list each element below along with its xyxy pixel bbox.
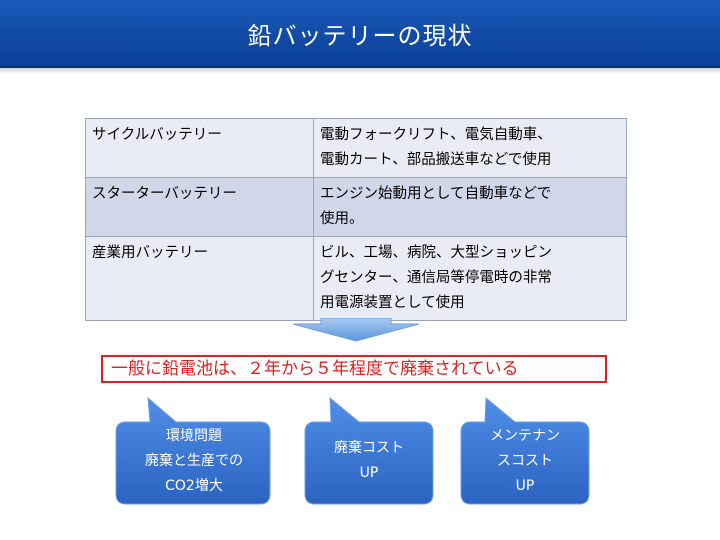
speech-bubble-shape	[115, 396, 271, 505]
table-row-industrial: 産業用バッテリー ビル、工場、病院、大型ショッピン グセンター、通信局等停電時の…	[85, 236, 627, 321]
bubble-disposal-cost: 廃棄コスト UP	[305, 436, 433, 486]
battery-table: サイクルバッテリー 電動フォークリフト、電気自動車、 電動カート、部品搬送車など…	[85, 118, 627, 321]
bubble-line: UP	[515, 478, 535, 494]
bubble-maintenance-cost: メンテナン スコスト UP	[461, 424, 589, 499]
battery-name-starter: スターターバッテリー	[85, 177, 314, 237]
title-bar: 鉛バッテリーの現状	[0, 0, 720, 68]
battery-use-line: 電動カート、部品搬送車などで使用	[320, 152, 552, 168]
bubble-line: 環境問題	[166, 428, 222, 444]
battery-use-line: 電動フォークリフト、電気自動車、	[320, 127, 552, 143]
battery-use-line: グセンター、通信局等停電時の非常	[320, 270, 552, 286]
bubble-line: UP	[359, 465, 379, 481]
battery-name-cycle: サイクルバッテリー	[85, 118, 314, 178]
battery-use-starter: エンジン始動用として自動車などで 使用。	[313, 177, 627, 237]
speech-bubble-shape	[304, 396, 434, 505]
battery-use-industrial: ビル、工場、病院、大型ショッピン グセンター、通信局等停電時の非常 用電源装置と…	[313, 236, 627, 321]
bubble-line: CO2増大	[165, 478, 223, 494]
battery-use-line: ビル、工場、病院、大型ショッピン	[320, 245, 552, 261]
table-row-cycle: サイクルバッテリー 電動フォークリフト、電気自動車、 電動カート、部品搬送車など…	[85, 118, 627, 178]
title-shadow	[0, 68, 720, 74]
down-arrow	[291, 317, 421, 342]
bubble-line: メンテナン	[490, 428, 560, 444]
table-row-starter: スターターバッテリー エンジン始動用として自動車などで 使用。	[85, 177, 627, 237]
battery-use-line: エンジン始動用として自動車などで	[320, 186, 552, 202]
battery-use-line: 用電源装置として使用	[320, 295, 465, 311]
speech-bubble-shape	[460, 396, 590, 505]
bubble-environment: 環境問題 廃棄と生産での CO2増大	[116, 424, 272, 499]
bubble-line: スコスト	[497, 453, 553, 469]
down-arrow-icon	[292, 317, 420, 342]
bubble-line: 廃棄コスト	[334, 440, 404, 456]
battery-use-cycle: 電動フォークリフト、電気自動車、 電動カート、部品搬送車などで使用	[313, 118, 627, 178]
slide-title: 鉛バッテリーの現状	[247, 21, 473, 50]
battery-use-line: 使用。	[320, 211, 364, 227]
bubble-line: 廃棄と生産での	[145, 453, 243, 469]
notice-box: 一般に鉛電池は、２年から５年程度で廃棄されている	[101, 355, 607, 383]
battery-name-industrial: 産業用バッテリー	[85, 236, 314, 321]
